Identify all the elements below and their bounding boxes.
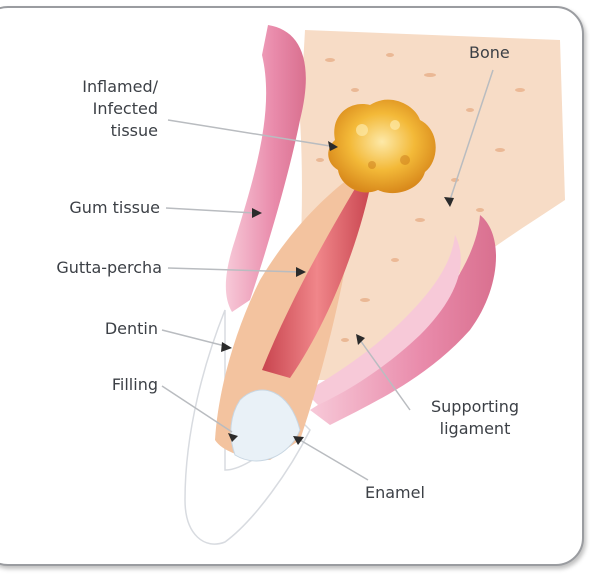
label-inflamed-line1: Inflamed/ (40, 76, 158, 98)
label-inflamed: Inflamed/ Infected tissue (40, 76, 158, 142)
leader-gum (166, 208, 255, 213)
label-inflamed-line2: Infected (40, 98, 158, 120)
label-ligament-line1: Supporting (405, 396, 545, 418)
label-filling: Filling (60, 374, 158, 396)
label-enamel: Enamel (365, 482, 425, 504)
label-inflamed-line3: tissue (40, 120, 158, 142)
label-gutta-percha: Gutta-percha (10, 257, 162, 279)
arrow-dentin (221, 342, 232, 352)
label-gum-tissue: Gum tissue (20, 197, 160, 219)
label-bone: Bone (469, 42, 510, 64)
label-supporting-ligament: Supporting ligament (405, 396, 545, 440)
label-ligament-line2: ligament (405, 418, 545, 440)
leader-enamel (300, 440, 368, 480)
label-dentin: Dentin (60, 318, 158, 340)
